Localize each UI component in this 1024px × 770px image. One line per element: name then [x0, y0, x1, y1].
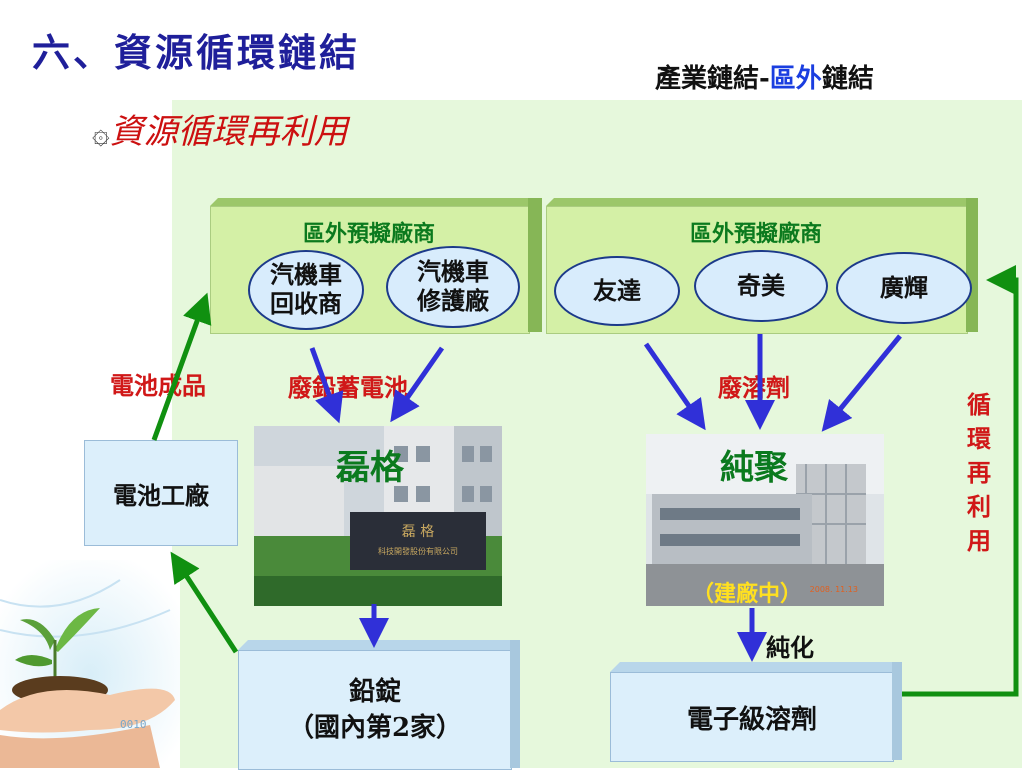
plant-in-hands-image: 0010 — [0, 560, 180, 768]
under-construction-label: （建廠中） — [692, 581, 803, 607]
lead-box-side-face — [510, 640, 520, 768]
oval-vehicle-recycler: 汽機車回收商 — [248, 250, 364, 330]
label-waste-solvent: 廢溶劑 — [718, 373, 790, 402]
section-text: 資源循環再利用 — [109, 112, 348, 152]
recycle-char-1: 循 — [967, 390, 991, 419]
company-chunju: 純聚 — [720, 448, 788, 488]
right-box-side-face — [966, 198, 978, 332]
svg-text:0010: 0010 — [120, 718, 147, 731]
section-heading: ۞資源循環再利用 — [92, 104, 348, 153]
subtitle-part-outside: 區外 — [769, 64, 822, 94]
vehicle-recycler-line2: 回收商 — [270, 289, 342, 318]
vehicle-repair-line1: 汽機車 — [417, 257, 489, 287]
solvent-box-side-face — [892, 662, 902, 760]
recycle-char-2: 環 — [967, 424, 991, 453]
slide-title: 六、資源循環鏈結 — [32, 30, 361, 75]
section-bullet-icon: ۞ — [92, 116, 110, 151]
lead-ingot-box: 鉛錠 （國內第2家） — [238, 650, 512, 770]
company-leige: 磊格 — [336, 448, 404, 488]
recycle-char-3: 再 — [967, 458, 991, 487]
leige-photo-sign: 磊 格 — [402, 524, 434, 540]
oval-vehicle-repair-shop: 汽機車修護廠 — [386, 246, 520, 328]
recycle-char-5: 用 — [967, 526, 991, 555]
electronic-solvent-box: 電子級溶劑 — [610, 672, 894, 762]
subtitle-part-industry: 產業鏈結- — [655, 64, 770, 94]
lead-box-top-face — [238, 640, 520, 650]
leige-factory-photo: 磊 格 科技開發股份有限公司 — [254, 426, 502, 606]
slide-subtitle: 產業鏈結-區外鏈結 — [655, 58, 874, 95]
lead-ingot-line1: 鉛錠 — [348, 676, 401, 707]
subtitle-part-link: 鏈結 — [821, 64, 874, 94]
chunju-photo-date: 2008. 11.13 — [810, 585, 858, 594]
vehicle-recycler-line1: 汽機車 — [270, 260, 342, 290]
oval-auo: 友達 — [554, 256, 680, 326]
leige-photo-sign-sub: 科技開發股份有限公司 — [378, 546, 458, 556]
left-box-side-face — [528, 198, 542, 332]
right-supplier-header: 區外預擬廠商 — [689, 221, 822, 247]
label-purify: 純化 — [766, 633, 814, 662]
oval-quanta-display: 廣輝 — [836, 252, 972, 324]
left-box-top-face — [210, 198, 536, 206]
vehicle-repair-line2: 修護廠 — [417, 286, 489, 315]
left-supplier-header: 區外預擬廠商 — [302, 221, 435, 247]
lead-ingot-line2: （國內第2家） — [287, 713, 463, 743]
right-box-top-face — [546, 198, 974, 206]
recycle-char-4: 利 — [967, 492, 991, 521]
battery-factory-box: 電池工廠 — [84, 440, 238, 546]
recycle-vertical-label: 循 環 再 利 用 — [964, 388, 994, 558]
chunju-factory-photo: 2008. 11.13 — [646, 434, 884, 606]
oval-chimei: 奇美 — [694, 250, 828, 322]
label-waste-lead-battery: 廢鉛蓄電池 — [288, 373, 408, 402]
solvent-box-top-face — [610, 662, 902, 672]
label-battery-product: 電池成品 — [110, 371, 206, 400]
